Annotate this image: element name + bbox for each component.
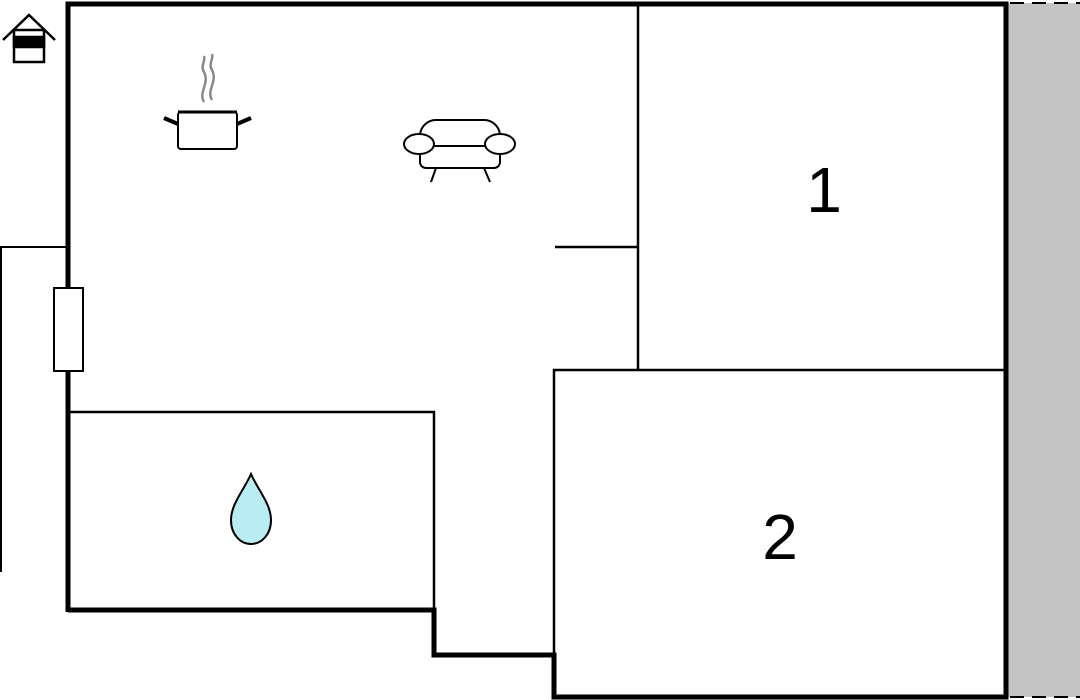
exterior-path — [0, 246, 68, 572]
pot-body — [177, 111, 238, 150]
terrace-fill — [1008, 3, 1080, 697]
outer-wall — [65, 1, 1009, 700]
interior-walls — [68, 4, 1006, 697]
steam-line-1 — [201, 55, 207, 103]
sofa-leg-left — [430, 167, 437, 183]
pot-handle-right — [236, 116, 252, 126]
sofa-arm-right — [484, 133, 516, 155]
sofa-arm-left — [403, 133, 435, 155]
pot-handle-left — [163, 116, 179, 126]
outer-walls — [65, 1, 1009, 700]
sofa-seat — [419, 145, 501, 169]
room-label-bedroom-1: 1 — [806, 154, 842, 226]
wall-bathroom — [68, 410, 436, 610]
cooking-pot-icon — [163, 53, 252, 150]
water-drop-icon — [229, 471, 273, 546]
house-roof — [2, 13, 56, 41]
sofa-icon — [403, 119, 516, 183]
terrace-area — [1008, 2, 1080, 698]
house-band — [12, 35, 46, 49]
steam-line-2 — [209, 53, 215, 101]
house-icon — [2, 13, 56, 64]
wall-bedroom2 — [552, 368, 638, 697]
sofa-leg-right — [483, 167, 491, 183]
window — [53, 287, 84, 372]
room-label-bedroom-2: 2 — [762, 501, 798, 573]
